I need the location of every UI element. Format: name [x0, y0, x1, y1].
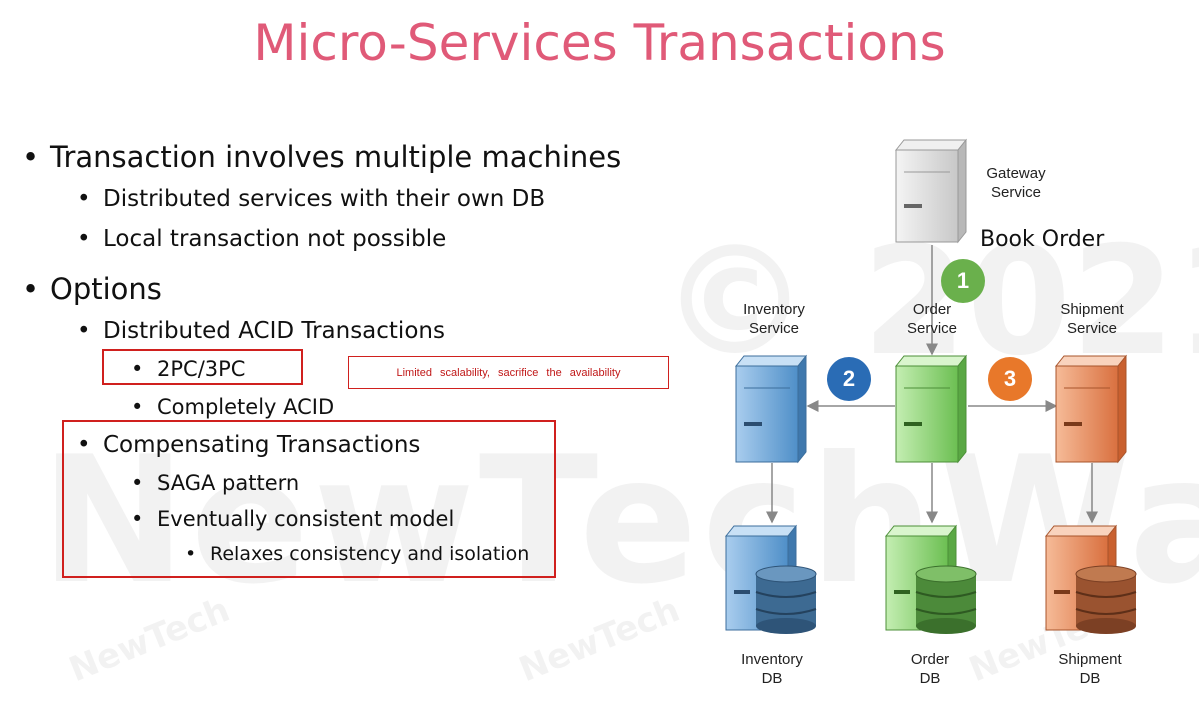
inventory-db-line2: DB: [720, 669, 824, 688]
order-service-line2: Service: [880, 319, 984, 338]
step-2-badge: 2: [827, 357, 871, 401]
gateway-label-line1: Gateway: [968, 164, 1064, 183]
shipment-service-label: Shipment Service: [1040, 300, 1144, 338]
inventory-server-icon: [736, 356, 806, 462]
shipment-service-line1: Shipment: [1040, 300, 1144, 319]
shipment-service-line2: Service: [1040, 319, 1144, 338]
inventory-database-icon: [726, 526, 816, 634]
step-3-badge: 3: [988, 357, 1032, 401]
order-service-label: Order Service: [880, 300, 984, 338]
order-db-line2: DB: [878, 669, 982, 688]
shipment-server-icon: [1056, 356, 1126, 462]
shipment-database-icon: [1046, 526, 1136, 634]
shipment-db-line2: DB: [1038, 669, 1142, 688]
gateway-service-label: Gateway Service: [968, 164, 1064, 202]
order-db-label: Order DB: [878, 650, 982, 688]
gateway-label-line2: Service: [968, 183, 1064, 202]
order-service-line1: Order: [880, 300, 984, 319]
step-1-badge: 1: [941, 259, 985, 303]
order-db-line1: Order: [878, 650, 982, 669]
gateway-server-icon: [896, 140, 966, 242]
inventory-service-line2: Service: [722, 319, 826, 338]
inventory-db-line1: Inventory: [720, 650, 824, 669]
order-database-icon: [886, 526, 976, 634]
shipment-db-line1: Shipment: [1038, 650, 1142, 669]
inventory-service-label: Inventory Service: [722, 300, 826, 338]
order-server-icon: [896, 356, 966, 462]
inventory-service-line1: Inventory: [722, 300, 826, 319]
shipment-db-label: Shipment DB: [1038, 650, 1142, 688]
inventory-db-label: Inventory DB: [720, 650, 824, 688]
book-order-label: Book Order: [980, 227, 1104, 252]
